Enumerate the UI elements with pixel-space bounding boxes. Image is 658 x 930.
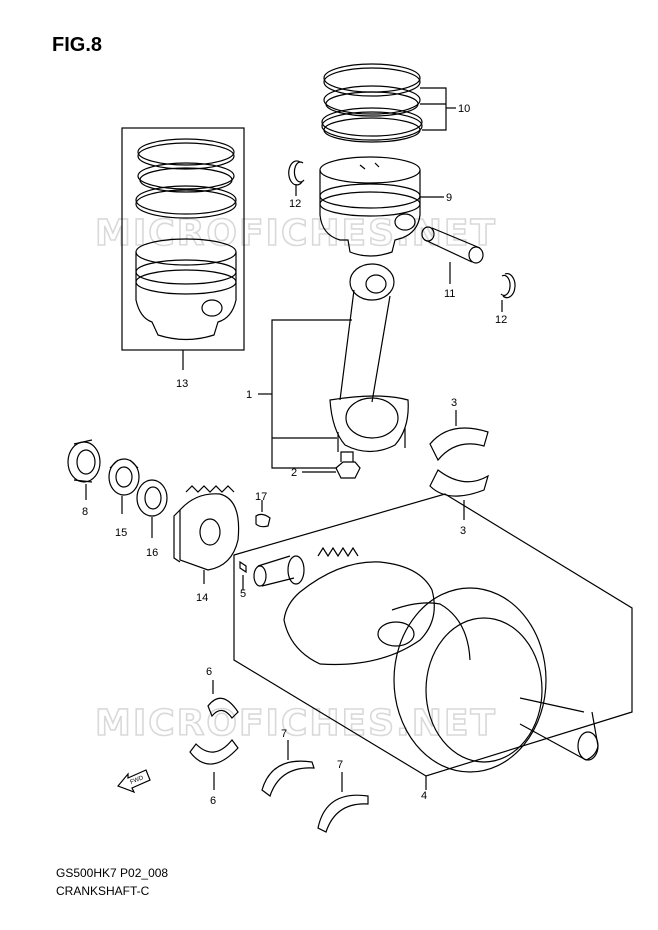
callout-7a: 7 (281, 728, 287, 740)
callout-8: 8 (82, 506, 88, 518)
callout-17: 17 (255, 491, 267, 503)
diagram-caption: CRANKSHAFT-C (56, 884, 150, 898)
conrod-nut[interactable] (335, 451, 361, 479)
callout-6b: 6 (210, 795, 216, 807)
callout-12b: 12 (495, 314, 507, 326)
callout-3b: 3 (460, 525, 466, 537)
callout-13: 13 (176, 378, 188, 390)
callout-2: 2 (291, 467, 297, 479)
piston-pin[interactable] (421, 226, 484, 264)
thrust-washer-upper[interactable] (261, 760, 315, 797)
callout-11: 11 (444, 288, 455, 300)
crank-bearing-upper[interactable] (207, 697, 239, 719)
piston-set[interactable] (135, 138, 237, 341)
dowel-pin[interactable] (239, 560, 247, 574)
callout-16: 16 (146, 547, 158, 559)
callout-15: 15 (115, 527, 127, 539)
crankshaft[interactable] (253, 546, 599, 773)
watermark-lower: MICROFICHES.NET (95, 703, 497, 744)
circlip-right[interactable] (500, 273, 516, 299)
diagram-code: GS500HK7 P02_008 (56, 866, 169, 880)
figure-title: FIG.8 (52, 34, 103, 56)
watermark-upper: MICROFICHES.NET (95, 213, 497, 254)
callout-5: 5 (240, 588, 246, 600)
callout-1: 1 (246, 389, 252, 401)
fwd-label: FWD (130, 775, 146, 786)
connecting-rod[interactable] (329, 263, 409, 453)
callout-3a: 3 (451, 397, 457, 409)
callout-6a: 6 (206, 666, 212, 678)
conrod-bearing-upper[interactable] (429, 427, 489, 462)
piston[interactable] (319, 156, 421, 257)
conrod-bearing-lower[interactable] (429, 469, 489, 497)
crank-bearing-lower[interactable] (189, 739, 239, 765)
callout-12a: 12 (289, 198, 301, 210)
thrust-washer-lower[interactable] (317, 794, 369, 833)
washer[interactable] (136, 479, 168, 517)
leader-10 (420, 87, 447, 131)
forward-arrow-icon: FWD (116, 769, 151, 794)
callout-9: 9 (446, 192, 452, 204)
crank-bearing[interactable] (108, 458, 140, 496)
callout-7b: 7 (337, 759, 343, 771)
oil-seal[interactable] (67, 439, 101, 483)
circlip-left[interactable] (288, 160, 305, 186)
callout-10: 10 (458, 103, 470, 115)
leader-1 (271, 319, 352, 469)
callout-14: 14 (196, 592, 208, 604)
callout-4: 4 (421, 790, 427, 802)
woodruff-key[interactable] (255, 513, 271, 528)
piston-rings[interactable] (321, 63, 423, 143)
primary-drive-gear[interactable] (173, 485, 240, 571)
